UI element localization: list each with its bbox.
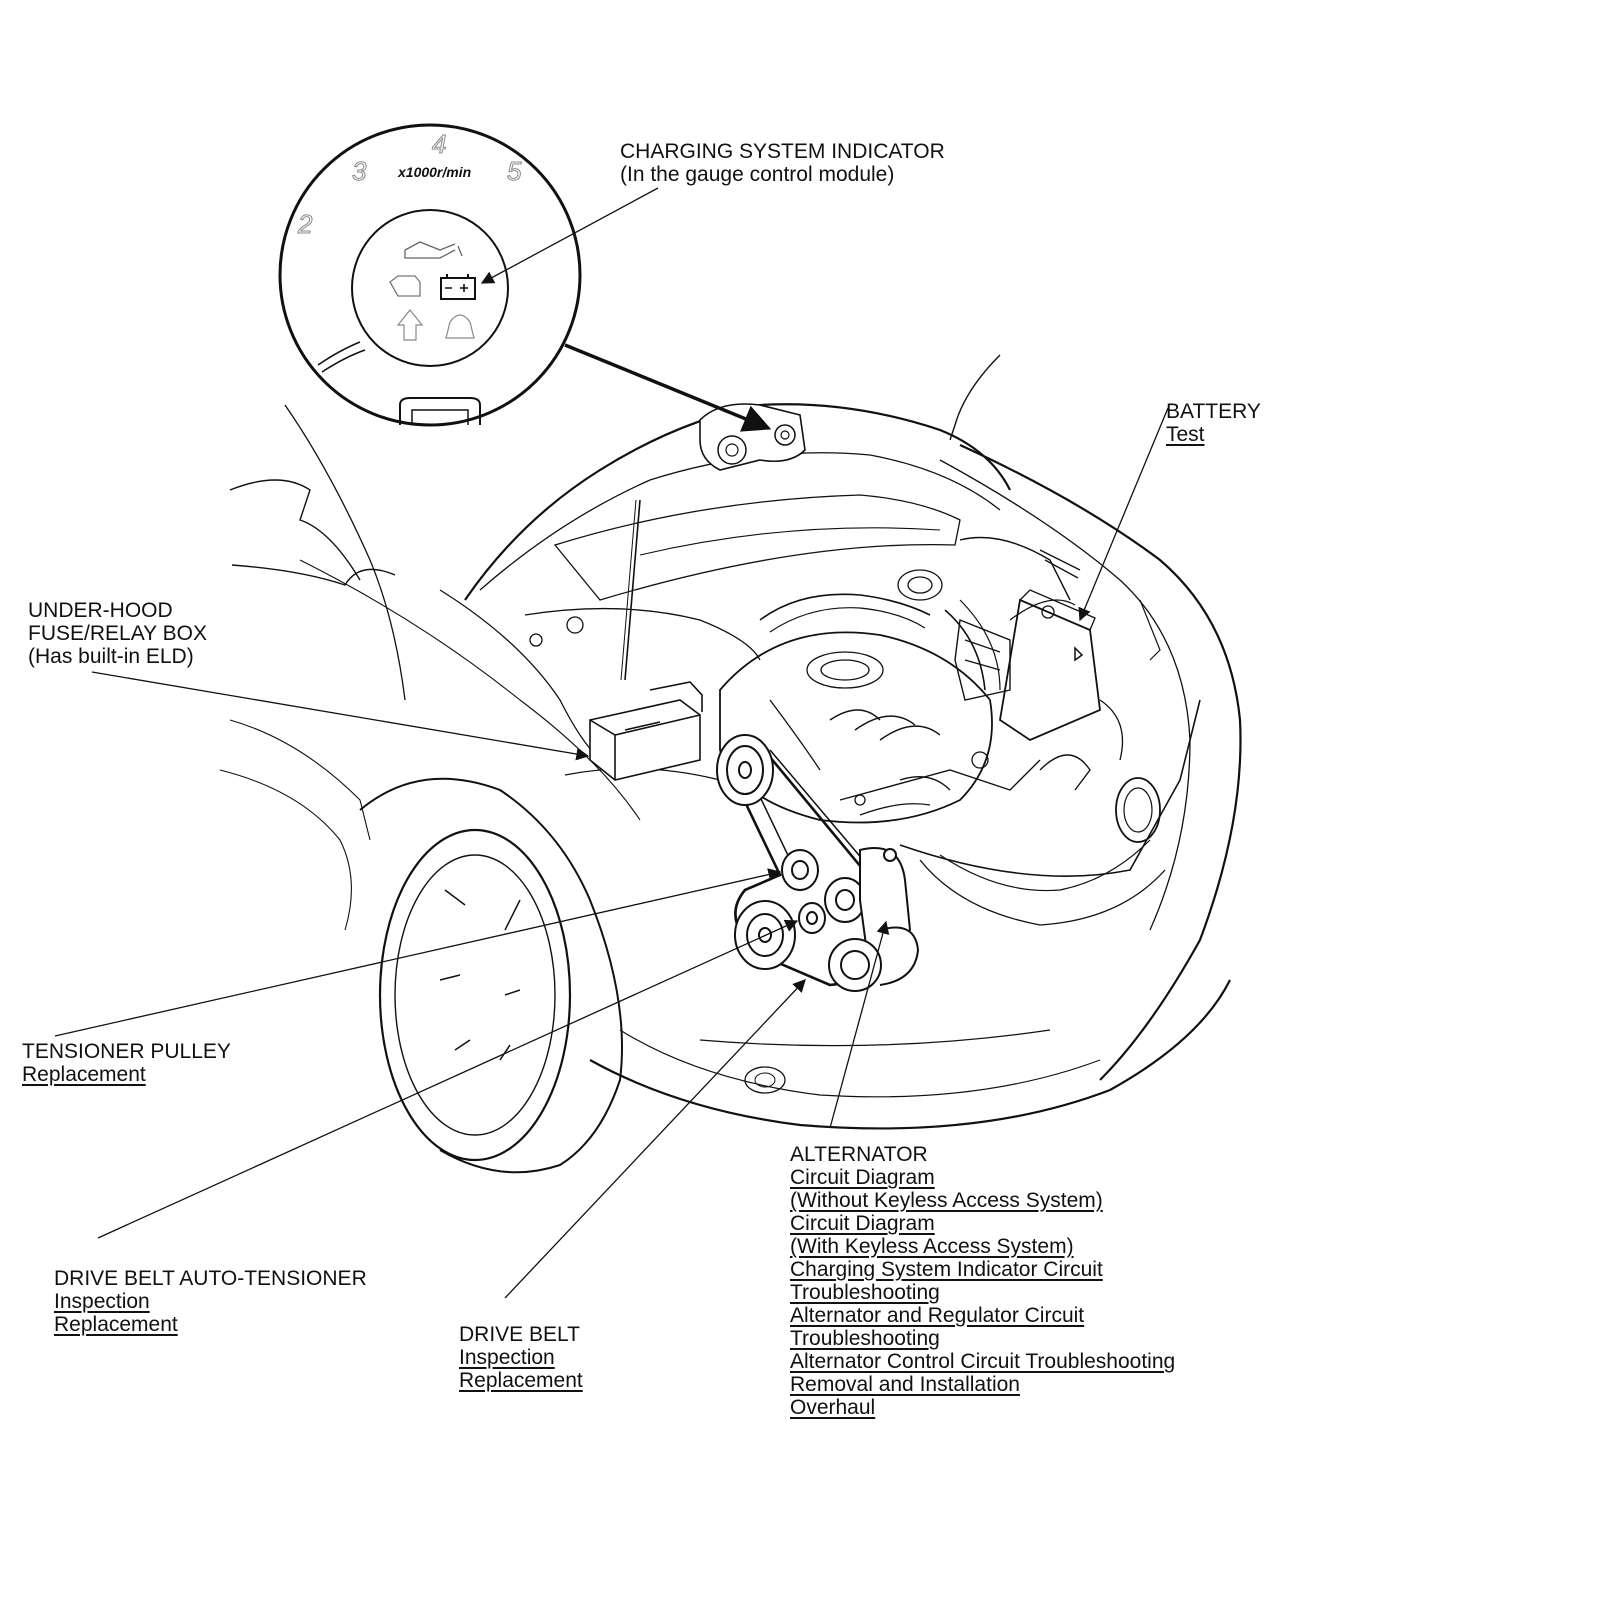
alternator-link[interactable]: Removal and Installation bbox=[790, 1373, 1020, 1396]
callout-tensioner-pulley: TENSIONER PULLEY Replacement bbox=[22, 1040, 231, 1086]
drive-belt-title: DRIVE BELT bbox=[459, 1323, 580, 1346]
alternator-link[interactable]: (Without Keyless Access System) bbox=[790, 1189, 1103, 1212]
engine-bay bbox=[524, 536, 1124, 824]
drive-belt-inspection-link[interactable]: Inspection bbox=[459, 1346, 555, 1369]
alternator-link[interactable]: Charging System Indicator Circuit bbox=[790, 1258, 1103, 1281]
leader-drive-belt bbox=[504, 979, 806, 1299]
leader-battery bbox=[1078, 407, 1169, 622]
gauge-tick-5: 5 bbox=[507, 156, 522, 186]
callout-auto-tensioner: DRIVE BELT AUTO-TENSIONER Inspection Rep… bbox=[54, 1267, 367, 1336]
leader-tensioner-pulley bbox=[54, 868, 782, 1037]
leader-auto-tensioner bbox=[97, 919, 799, 1239]
auto-tensioner-title: DRIVE BELT AUTO-TENSIONER bbox=[54, 1267, 367, 1290]
leader-charging-indicator bbox=[480, 187, 659, 284]
battery-test-link[interactable]: Test bbox=[1166, 423, 1205, 446]
charging-indicator-subtitle: (In the gauge control module) bbox=[620, 163, 895, 186]
leader-gauge-to-dash bbox=[564, 343, 772, 432]
gauge-text: 2 3 4 5 x1000r/min bbox=[297, 129, 523, 240]
alternator-link[interactable]: Circuit Diagram bbox=[790, 1212, 935, 1235]
callout-battery: BATTERY Test bbox=[1166, 400, 1261, 446]
fuse-box-line3: (Has built-in ELD) bbox=[28, 645, 194, 668]
fuse-relay-box bbox=[589, 681, 703, 781]
tensioner-pulley-title: TENSIONER PULLEY bbox=[22, 1040, 231, 1063]
leader-lines bbox=[54, 187, 1169, 1299]
fuse-box-line1: UNDER-HOOD bbox=[28, 599, 173, 622]
tensioner-pulley-replacement-link[interactable]: Replacement bbox=[22, 1063, 146, 1086]
callout-fuse-box: UNDER-HOOD FUSE/RELAY BOX (Has built-in … bbox=[28, 599, 207, 668]
fuse-box-line2: FUSE/RELAY BOX bbox=[28, 622, 207, 645]
alternator-title: ALTERNATOR bbox=[790, 1143, 928, 1166]
leader-fuse-box bbox=[91, 671, 590, 761]
drive-belt-replacement-link[interactable]: Replacement bbox=[459, 1369, 583, 1392]
charging-indicator-title: CHARGING SYSTEM INDICATOR bbox=[620, 140, 945, 163]
alternator-link[interactable]: Overhaul bbox=[790, 1396, 876, 1419]
alternator-link[interactable]: Troubleshooting bbox=[790, 1281, 940, 1304]
gauge-tick-4: 4 bbox=[432, 129, 446, 159]
callout-alternator: ALTERNATOR Circuit Diagram (Without Keyl… bbox=[790, 1143, 1175, 1419]
auto-tensioner-inspection-link[interactable]: Inspection bbox=[54, 1290, 150, 1313]
battery-title: BATTERY bbox=[1166, 400, 1261, 423]
belt-drive bbox=[716, 734, 920, 992]
auto-tensioner-replacement-link[interactable]: Replacement bbox=[54, 1313, 178, 1336]
alternator-link[interactable]: Alternator Control Circuit Troubleshooti… bbox=[790, 1350, 1176, 1373]
alternator-link[interactable]: Alternator and Regulator Circuit bbox=[790, 1304, 1085, 1327]
alternator-link[interactable]: Troubleshooting bbox=[790, 1327, 940, 1350]
callout-charging-indicator: CHARGING SYSTEM INDICATOR (In the gauge … bbox=[620, 140, 945, 186]
gauge-unit-label: x1000r/min bbox=[397, 164, 471, 180]
car-body bbox=[219, 354, 1242, 1174]
gauge-tick-2: 2 bbox=[297, 209, 313, 239]
gauge-tick-3: 3 bbox=[352, 156, 367, 186]
leader-alternator bbox=[829, 920, 890, 1129]
gauge-inset bbox=[278, 123, 806, 471]
callout-drive-belt: DRIVE BELT Inspection Replacement bbox=[459, 1323, 583, 1392]
alternator-link[interactable]: Circuit Diagram bbox=[790, 1166, 935, 1189]
alternator-link[interactable]: (With Keyless Access System) bbox=[790, 1235, 1074, 1258]
